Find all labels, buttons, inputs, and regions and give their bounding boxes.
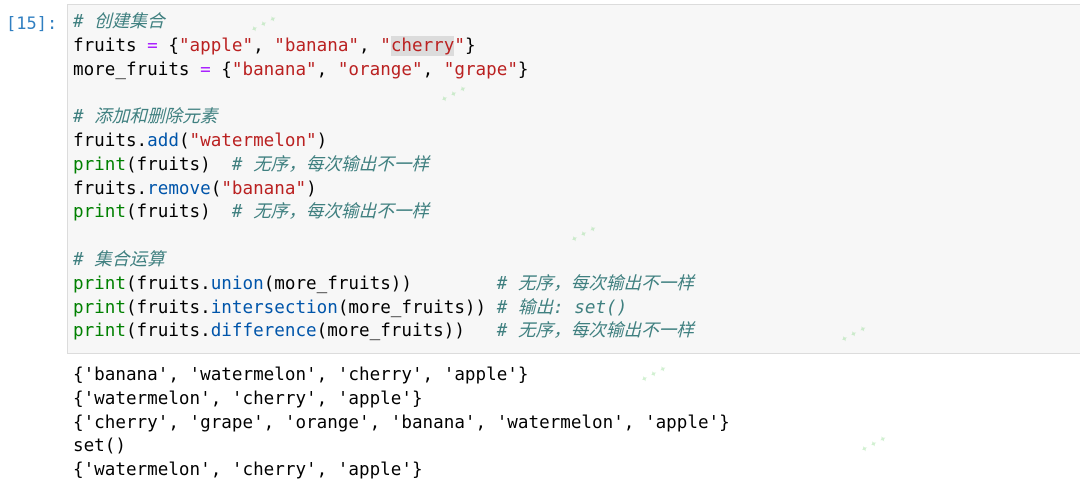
code-comment: # 无序，每次输出不一样 — [231, 202, 430, 223]
code-editor[interactable]: # 创建集合 fruits = {"apple", "banana", "cher… — [73, 11, 694, 344]
code-comment: # 集合运算 — [73, 249, 165, 270]
code-line-5: # 添加和删除元素 — [73, 106, 694, 130]
code-line-12: print(fruits.union(more_fruits)) # 无序，每次… — [73, 273, 694, 294]
code-line-7: print(fruits) # 无序，每次输出不一样 — [73, 154, 430, 175]
code-line-4 — [73, 82, 694, 106]
code-line-11: # 集合运算 — [73, 249, 694, 273]
code-input-area[interactable] — [67, 4, 1080, 354]
code-line-8: fruits.remove("banana") — [73, 178, 317, 199]
cell-output: {'banana', 'watermelon', 'cherry', 'appl… — [73, 364, 730, 483]
output-line: {'banana', 'watermelon', 'cherry', 'appl… — [73, 365, 529, 385]
output-line: set() — [73, 436, 126, 457]
code-comment: # 输出: set() — [496, 297, 628, 318]
output-line: {'cherry', 'grape', 'orange', 'banana', … — [73, 412, 730, 433]
code-line-13: print(fruits.intersection(more_fruits)) … — [73, 297, 628, 318]
code-comment: # 创建集合 — [73, 12, 165, 32]
execution-prompt: [15]: — [6, 14, 58, 34]
code-line-3: more_fruits = {"banana", "orange", "grap… — [73, 59, 529, 80]
code-line-1: # 创建集合 — [73, 11, 694, 35]
code-line-10 — [73, 225, 694, 249]
output-line: {'watermelon', 'cherry', 'apple'} — [73, 460, 423, 481]
code-line-9: print(fruits) # 无序，每次输出不一样 — [73, 202, 430, 223]
code-comment: # 添加和删除元素 — [73, 107, 218, 128]
code-comment: # 无序，每次输出不一样 — [231, 154, 430, 175]
code-line-6: fruits.add("watermelon") — [73, 130, 328, 151]
code-line-14: print(fruits.difference(more_fruits)) # … — [73, 321, 694, 342]
code-comment: # 无序，每次输出不一样 — [496, 321, 694, 342]
output-line: {'watermelon', 'cherry', 'apple'} — [73, 388, 423, 409]
watermark-mark: ✦ ✦ ✦ — [859, 433, 890, 457]
code-comment: # 无序，每次输出不一样 — [496, 273, 694, 294]
code-line-2: fruits = {"apple", "banana", "cherry"} — [73, 35, 476, 56]
selection-highlight: cherry — [390, 35, 455, 56]
